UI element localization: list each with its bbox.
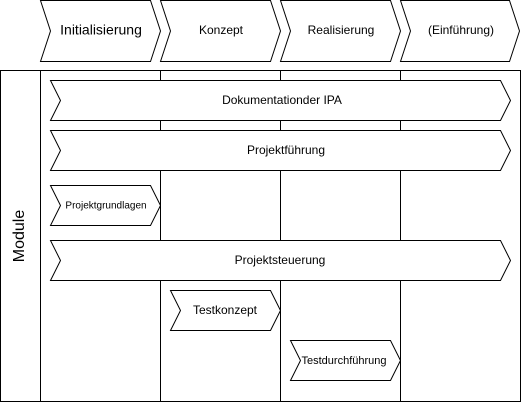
module-projektgrundlagen: Projektgrundlagen bbox=[49, 185, 162, 226]
phase-label: Initialisierung bbox=[60, 22, 142, 38]
module-label: Testkonzept bbox=[193, 303, 258, 317]
phase-chevron-shape bbox=[279, 0, 402, 62]
phase-chevron-konzept: Konzept bbox=[159, 0, 282, 62]
module-testkonzept: Testkonzept bbox=[169, 290, 282, 331]
module-projektsteuerung: Projektsteuerung bbox=[49, 240, 512, 281]
module-chevron-shape bbox=[49, 130, 512, 171]
module-testdurchfuehrung: Testdurchführung bbox=[289, 340, 402, 381]
phase-chevron-shape bbox=[399, 0, 521, 62]
phase-chevron-shape bbox=[159, 0, 282, 62]
phase-chevron-initialisierung: Initialisierung bbox=[39, 0, 162, 62]
module-chevron-shape bbox=[289, 340, 402, 381]
module-label: Projektgrundlagen bbox=[65, 201, 146, 212]
lane-frame bbox=[0, 70, 521, 402]
phase-label: Konzept bbox=[199, 23, 244, 37]
module-dokumentation-ipa: Dokumentationder IPA bbox=[49, 80, 512, 121]
module-projektfuehrung: Projektführung bbox=[49, 130, 512, 171]
phase-label: Realisierung bbox=[308, 23, 375, 37]
module-chevron-shape bbox=[169, 290, 282, 331]
module-chevron-shape bbox=[49, 80, 512, 121]
module-chevron-shape bbox=[49, 240, 512, 281]
phase-chevron-einfuehrung: (Einführung) bbox=[399, 0, 521, 62]
lane-label: Module bbox=[11, 210, 28, 263]
module-label: Dokumentationder IPA bbox=[222, 93, 342, 107]
phase-chevron-realisierung: Realisierung bbox=[279, 0, 402, 62]
module-chevron-shape bbox=[49, 185, 162, 226]
module-label: Projektführung bbox=[247, 143, 325, 157]
module-label: Projektsteuerung bbox=[235, 253, 326, 267]
phase-label: (Einführung) bbox=[428, 23, 494, 37]
phase-chevron-shape bbox=[39, 0, 162, 62]
module-label: Testdurchführung bbox=[302, 355, 387, 367]
